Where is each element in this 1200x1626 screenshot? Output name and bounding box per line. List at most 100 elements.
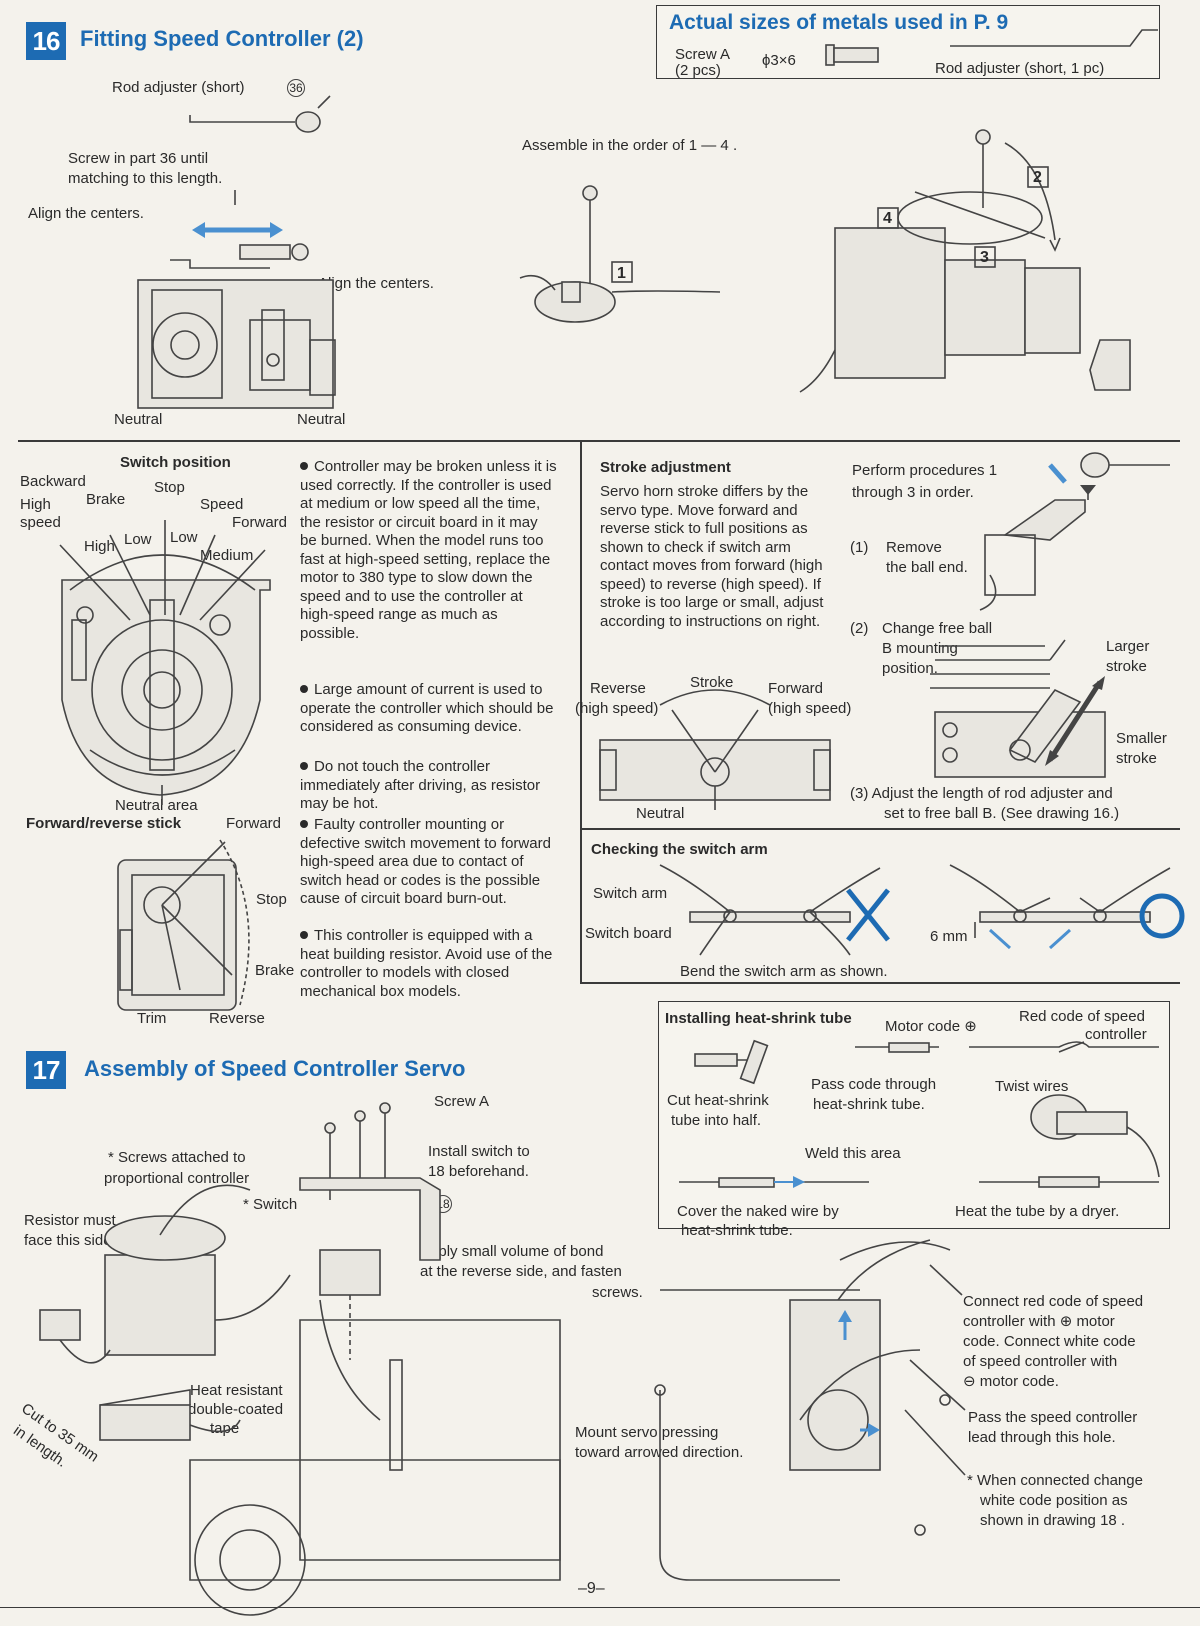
rod-adjuster-short-label: Rod adjuster (short) xyxy=(112,79,245,96)
switch-board-label: Switch board xyxy=(585,925,672,942)
stick-diagram xyxy=(117,839,250,1011)
pass-hole-1: Pass the speed controller xyxy=(968,1409,1138,1426)
stick-stop: Stop xyxy=(256,891,287,908)
proc3-line1: (3) Adjust the length of rod adjuster an… xyxy=(850,785,1113,802)
connect-2: controller with ⊕ motor xyxy=(963,1313,1115,1330)
stroke-forward-sub: (high speed) xyxy=(768,700,852,717)
heat-shrink-drawing xyxy=(679,1039,1160,1188)
label-brake: Brake xyxy=(86,491,126,508)
install-switch-2: 18 beforehand. xyxy=(428,1163,529,1180)
label-neutral-area: Neutral area xyxy=(115,797,198,814)
label-high-speed-2: speed xyxy=(20,514,61,531)
metals-box-title: Actual sizes of metals used in P. 9 xyxy=(669,11,1009,34)
stroke-servo-diagram xyxy=(599,689,831,810)
when-2: white code position as xyxy=(980,1492,1128,1509)
warning-2-text: Large amount of current is used to opera… xyxy=(300,681,554,735)
smaller-stroke-1: Smaller xyxy=(1116,730,1167,747)
screws-attached-2: proportional controller xyxy=(104,1170,250,1187)
warning-2: Large amount of current is used to opera… xyxy=(300,681,558,737)
label-speed: Speed xyxy=(200,496,244,513)
proc3-line2: set to free ball B. (See drawing 16.) xyxy=(884,805,1120,822)
switch-arm-diagram xyxy=(659,864,1185,956)
screw-in-line2: matching to this length. xyxy=(68,170,223,187)
larger-stroke-2: stroke xyxy=(1106,658,1147,675)
larger-stroke-1: Larger xyxy=(1106,638,1150,655)
connect-4: of speed controller with xyxy=(963,1353,1118,1370)
label-high-speed-1: High xyxy=(20,496,51,513)
warning-4: Faulty controller mounting or defective … xyxy=(300,816,558,909)
warning-1: Controller may be broken unless it is us… xyxy=(300,458,558,643)
heat-shrink-box: Installing heat-shrink tube Motor code ⊕… xyxy=(658,1001,1170,1239)
switch-arm-caption: Bend the switch arm as shown. xyxy=(680,963,888,980)
when-1: * When connected change xyxy=(967,1472,1143,1489)
stroke-body: Servo horn stroke differs by the servo t… xyxy=(600,483,824,630)
stroke-procedure-diagram xyxy=(930,452,1170,778)
label-forward: Forward xyxy=(232,514,288,531)
screws-attached-1: * Screws attached to xyxy=(108,1149,246,1166)
screw-a-icon xyxy=(825,29,1158,66)
stroke-label: Stroke xyxy=(690,674,734,691)
callout-4: 4 xyxy=(883,210,892,227)
resistor-2: face this side. xyxy=(24,1232,116,1249)
step-16-illustration xyxy=(137,95,1131,409)
divider-switch-arm-top xyxy=(580,828,1180,830)
connect-3: code. Connect white code xyxy=(963,1333,1136,1350)
stroke-neutral: Neutral xyxy=(636,805,685,822)
cut-tube-2: tube into half. xyxy=(671,1112,762,1129)
step-16-title: Fitting Speed Controller (2) xyxy=(80,26,364,51)
stroke-reverse-sub: (high speed) xyxy=(575,700,659,717)
tape-1: Heat resistant xyxy=(190,1382,283,1399)
switch-position-heading: Switch position xyxy=(120,454,231,471)
rod-adjuster-label: Rod adjuster (short, 1 pc) xyxy=(935,60,1105,77)
page-number: –9– xyxy=(578,1580,605,1597)
smaller-stroke-2: stroke xyxy=(1116,750,1157,767)
proc1-line2: the ball end. xyxy=(886,559,968,576)
tape-2: double-coated xyxy=(188,1401,284,1418)
weld-area: Weld this area xyxy=(805,1145,901,1162)
stick-heading: Forward/reverse stick xyxy=(26,815,182,832)
proc2-line3: position. xyxy=(882,660,938,677)
stick-forward: Forward xyxy=(226,815,282,832)
mount-1: Mount servo pressing xyxy=(575,1424,719,1441)
screw-a-size: ϕ3×6 xyxy=(762,52,796,69)
warning-1-text: Controller may be broken unless it is us… xyxy=(300,458,557,642)
screw-a-count: (2 pcs) xyxy=(675,62,721,79)
label-low-left: Low xyxy=(124,531,152,548)
bond-1: Apply small volume of bond xyxy=(420,1243,604,1260)
screw-a-callout: Screw A xyxy=(434,1093,490,1110)
stroke-reverse: Reverse xyxy=(590,680,646,697)
connect-1: Connect red code of speed xyxy=(963,1293,1144,1310)
switch-arm-heading: Checking the switch arm xyxy=(591,841,768,858)
bullet-icon xyxy=(300,762,308,770)
warning-4-text: Faulty controller mounting or defective … xyxy=(300,816,551,907)
screw-a-label: Screw A xyxy=(675,46,731,63)
perform-line2: through 3 in order. xyxy=(852,484,974,501)
heat-dryer: Heat the tube by a dryer. xyxy=(955,1203,1120,1220)
assemble-order: Assemble in the order of 1 — 4 . xyxy=(522,137,738,154)
align-centers-right: Align the centers. xyxy=(318,275,434,292)
callout-1: 1 xyxy=(617,265,626,282)
warning-5: This controller is equipped with a heat … xyxy=(300,927,558,1001)
bond-3: screws. xyxy=(592,1284,643,1301)
proc2-line1: Change free ball xyxy=(882,620,993,637)
warning-3-text: Do not touch the controller immediately … xyxy=(300,758,541,812)
stick-brake: Brake xyxy=(255,962,295,979)
label-medium: Medium xyxy=(200,547,254,564)
cut-tube-1: Cut heat-shrink xyxy=(667,1092,769,1109)
when-3: shown in drawing 18 . xyxy=(980,1512,1126,1529)
neutral-right-label: Neutral xyxy=(297,411,346,428)
label-stop: Stop xyxy=(154,479,185,496)
label-backward: Backward xyxy=(20,473,86,490)
switch-arm-label: Switch arm xyxy=(593,885,668,902)
warning-5-text: This controller is equipped with a heat … xyxy=(300,927,553,1000)
proc2-line2: B mounting xyxy=(882,640,958,657)
divider-switch-arm-bottom xyxy=(580,982,1180,984)
label-high: High xyxy=(84,538,115,555)
proc1-line1: Remove xyxy=(886,539,942,556)
bullet-icon xyxy=(300,462,308,470)
step-17-title: Assembly of Speed Controller Servo xyxy=(84,1056,466,1081)
gap-label: 6 mm xyxy=(930,928,968,945)
stick-reverse: Reverse xyxy=(209,1010,265,1027)
bullet-icon xyxy=(300,820,308,828)
page-bottom-rule xyxy=(0,1607,1200,1608)
